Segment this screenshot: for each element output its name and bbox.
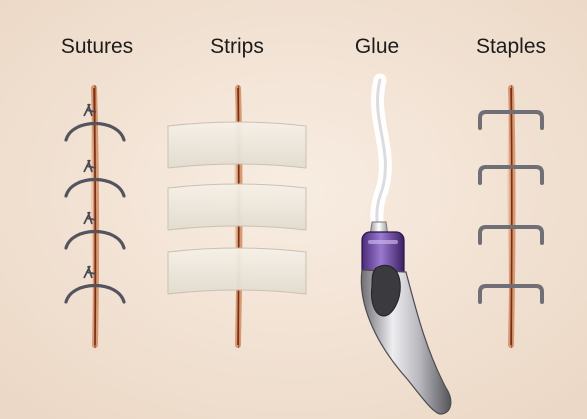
label-sutures: Sutures bbox=[61, 35, 133, 58]
label-strips: Strips bbox=[210, 35, 264, 58]
adhesive-strip bbox=[168, 122, 306, 168]
adhesive-strip bbox=[168, 248, 306, 294]
cap-ridge bbox=[368, 240, 398, 244]
incision-core bbox=[511, 88, 512, 345]
label-staples: Staples bbox=[476, 35, 546, 58]
label-glue: Glue bbox=[355, 35, 399, 58]
adhesive-strip bbox=[168, 184, 306, 230]
